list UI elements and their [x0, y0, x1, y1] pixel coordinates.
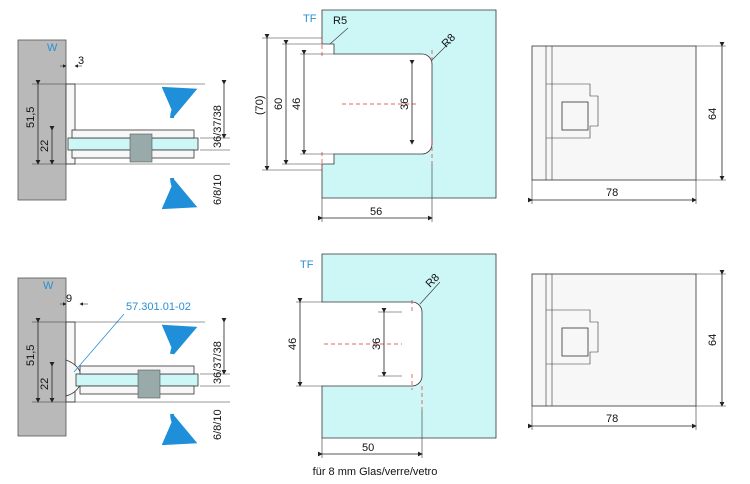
clamp-lower [79, 385, 195, 395]
dim-width: 78 [606, 187, 618, 199]
clamp-upper [79, 365, 195, 375]
wall [17, 277, 67, 437]
dim-wall-gap: 3 [78, 55, 84, 67]
dim-outer: (70) [254, 95, 266, 115]
dim-depth: 56 [370, 206, 382, 218]
top-front-view: 64 78 [528, 42, 726, 204]
wall [17, 39, 67, 201]
screw-slot [561, 327, 589, 357]
bottom-side-view: W 9 57.301.01-02 51,5 22 36/37/38 6/8/10 [17, 277, 230, 446]
top-side-view: W 3 51,5 22 36/37/38 6/8/10 [17, 39, 230, 210]
rotate-arrow-up [161, 86, 198, 119]
hinge-body [531, 273, 697, 407]
rotate-arrow-down [161, 413, 198, 446]
screw [137, 369, 161, 399]
part-number: 57.301.01-02 [126, 301, 191, 313]
dim-inner: 22 [39, 378, 51, 390]
dim-height: 51,5 [25, 345, 37, 366]
wall-label: W [47, 42, 58, 54]
dim-depth: 50 [362, 442, 374, 454]
caption: für 8 mm Glas/verre/vetro [312, 466, 438, 478]
dim-height: 51,5 [25, 107, 37, 128]
dim-60: 60 [273, 98, 285, 110]
dim-inner: 22 [39, 140, 51, 152]
rotate-arrow-up [161, 324, 198, 355]
dim-46: 46 [287, 338, 299, 350]
dim-width: 78 [606, 413, 618, 425]
dim-height: 64 [707, 108, 719, 120]
glass-label: TF [303, 13, 317, 25]
glass-shape [321, 9, 497, 199]
dim-glass: 6/8/10 [212, 409, 224, 440]
wall-label: W [43, 280, 54, 292]
bottom-cutout-view: TF R8 46 36 50 [287, 253, 497, 458]
dim-clamp: 36/37/38 [212, 341, 224, 384]
top-cutout-view: TF R5 R8 (70) 60 46 36 56 [254, 9, 497, 222]
bottom-front-view: 64 78 [528, 270, 726, 430]
screw-slot [561, 101, 589, 131]
radius-small: R5 [333, 15, 347, 27]
dim-glass: 6/8/10 [212, 174, 224, 205]
dim-46: 46 [291, 98, 303, 110]
screw [129, 133, 153, 163]
dim-height: 64 [707, 334, 719, 346]
hinge-body [531, 45, 697, 181]
dim-36: 36 [371, 338, 383, 350]
rotate-arrow-down [161, 177, 198, 210]
dim-clamp: 36/37/38 [212, 105, 224, 148]
dim-wall-gap: 9 [66, 293, 72, 305]
glass-shape [321, 253, 497, 439]
glass-label: TF [300, 259, 314, 271]
dim-36: 36 [399, 98, 411, 110]
glass-panel [75, 373, 199, 387]
